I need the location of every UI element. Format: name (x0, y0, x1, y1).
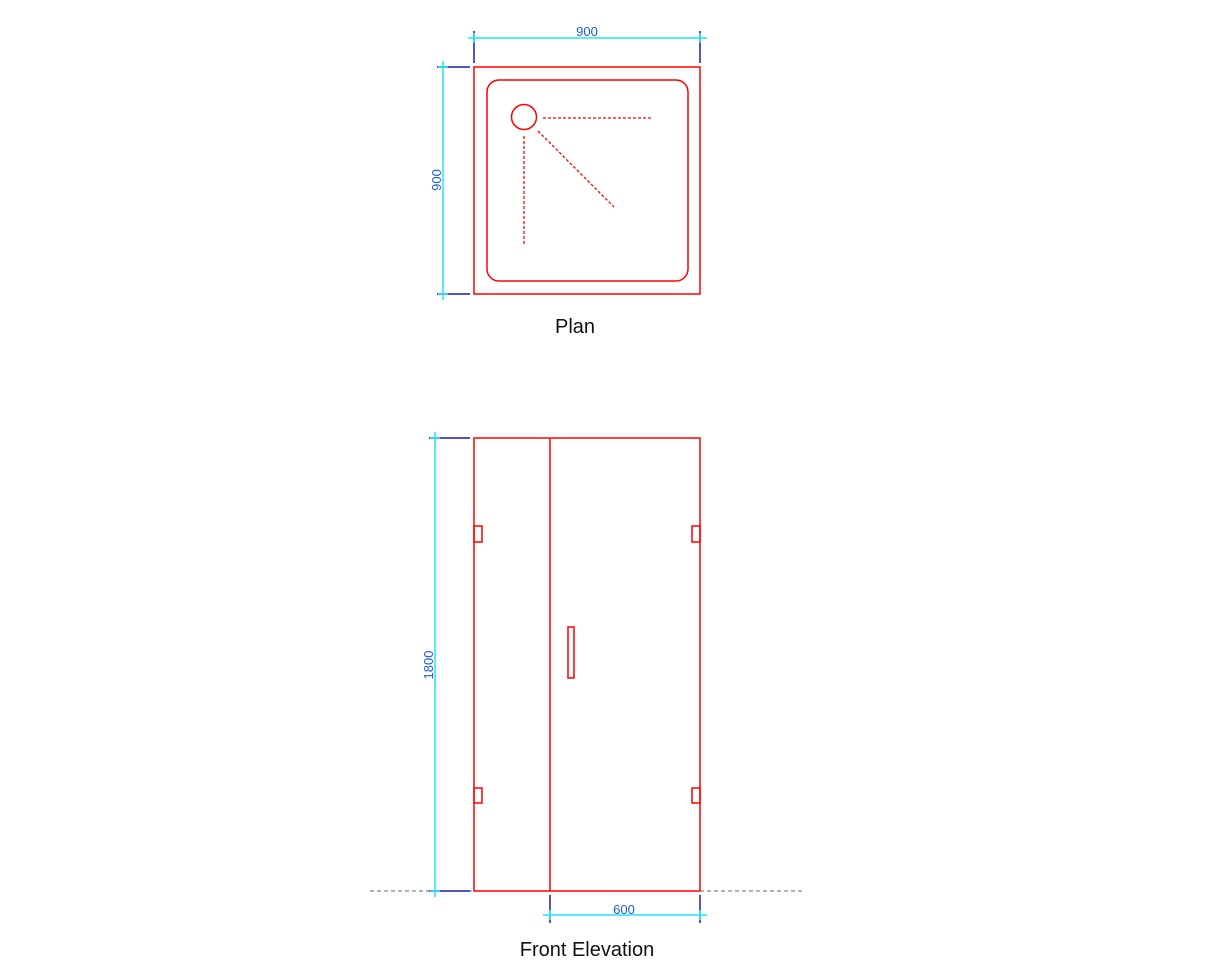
plan-width-label: 900 (576, 24, 598, 39)
front-elevation-title: Front Elevation (520, 939, 655, 961)
plan-depth-dimension: 900 (429, 61, 470, 300)
plan-view: 900 900 Plan (429, 24, 707, 338)
door-handle (567, 626, 575, 679)
shower-tray-outline (473, 66, 701, 295)
hinge-left-bottom (473, 787, 483, 804)
hinge-left-top (473, 525, 483, 543)
front-elevation-view: 1800 600 Front Elevation (370, 432, 805, 961)
elevation-door-width-label: 600 (613, 902, 635, 917)
elevation-height-label: 1800 (421, 651, 436, 680)
fall-line-diagonal (537, 130, 615, 208)
plan-depth-label: 900 (429, 169, 444, 191)
drain-icon (510, 103, 538, 131)
enclosure-frame (473, 437, 701, 892)
shower-basin (486, 79, 689, 282)
hinge-right-top (691, 525, 701, 543)
plan-width-dimension: 900 (468, 24, 707, 63)
elevation-door-width-dimension: 600 (543, 895, 707, 923)
hinge-right-bottom (691, 787, 701, 804)
elevation-height-dimension: 1800 (421, 432, 470, 897)
plan-title: Plan (555, 316, 595, 338)
